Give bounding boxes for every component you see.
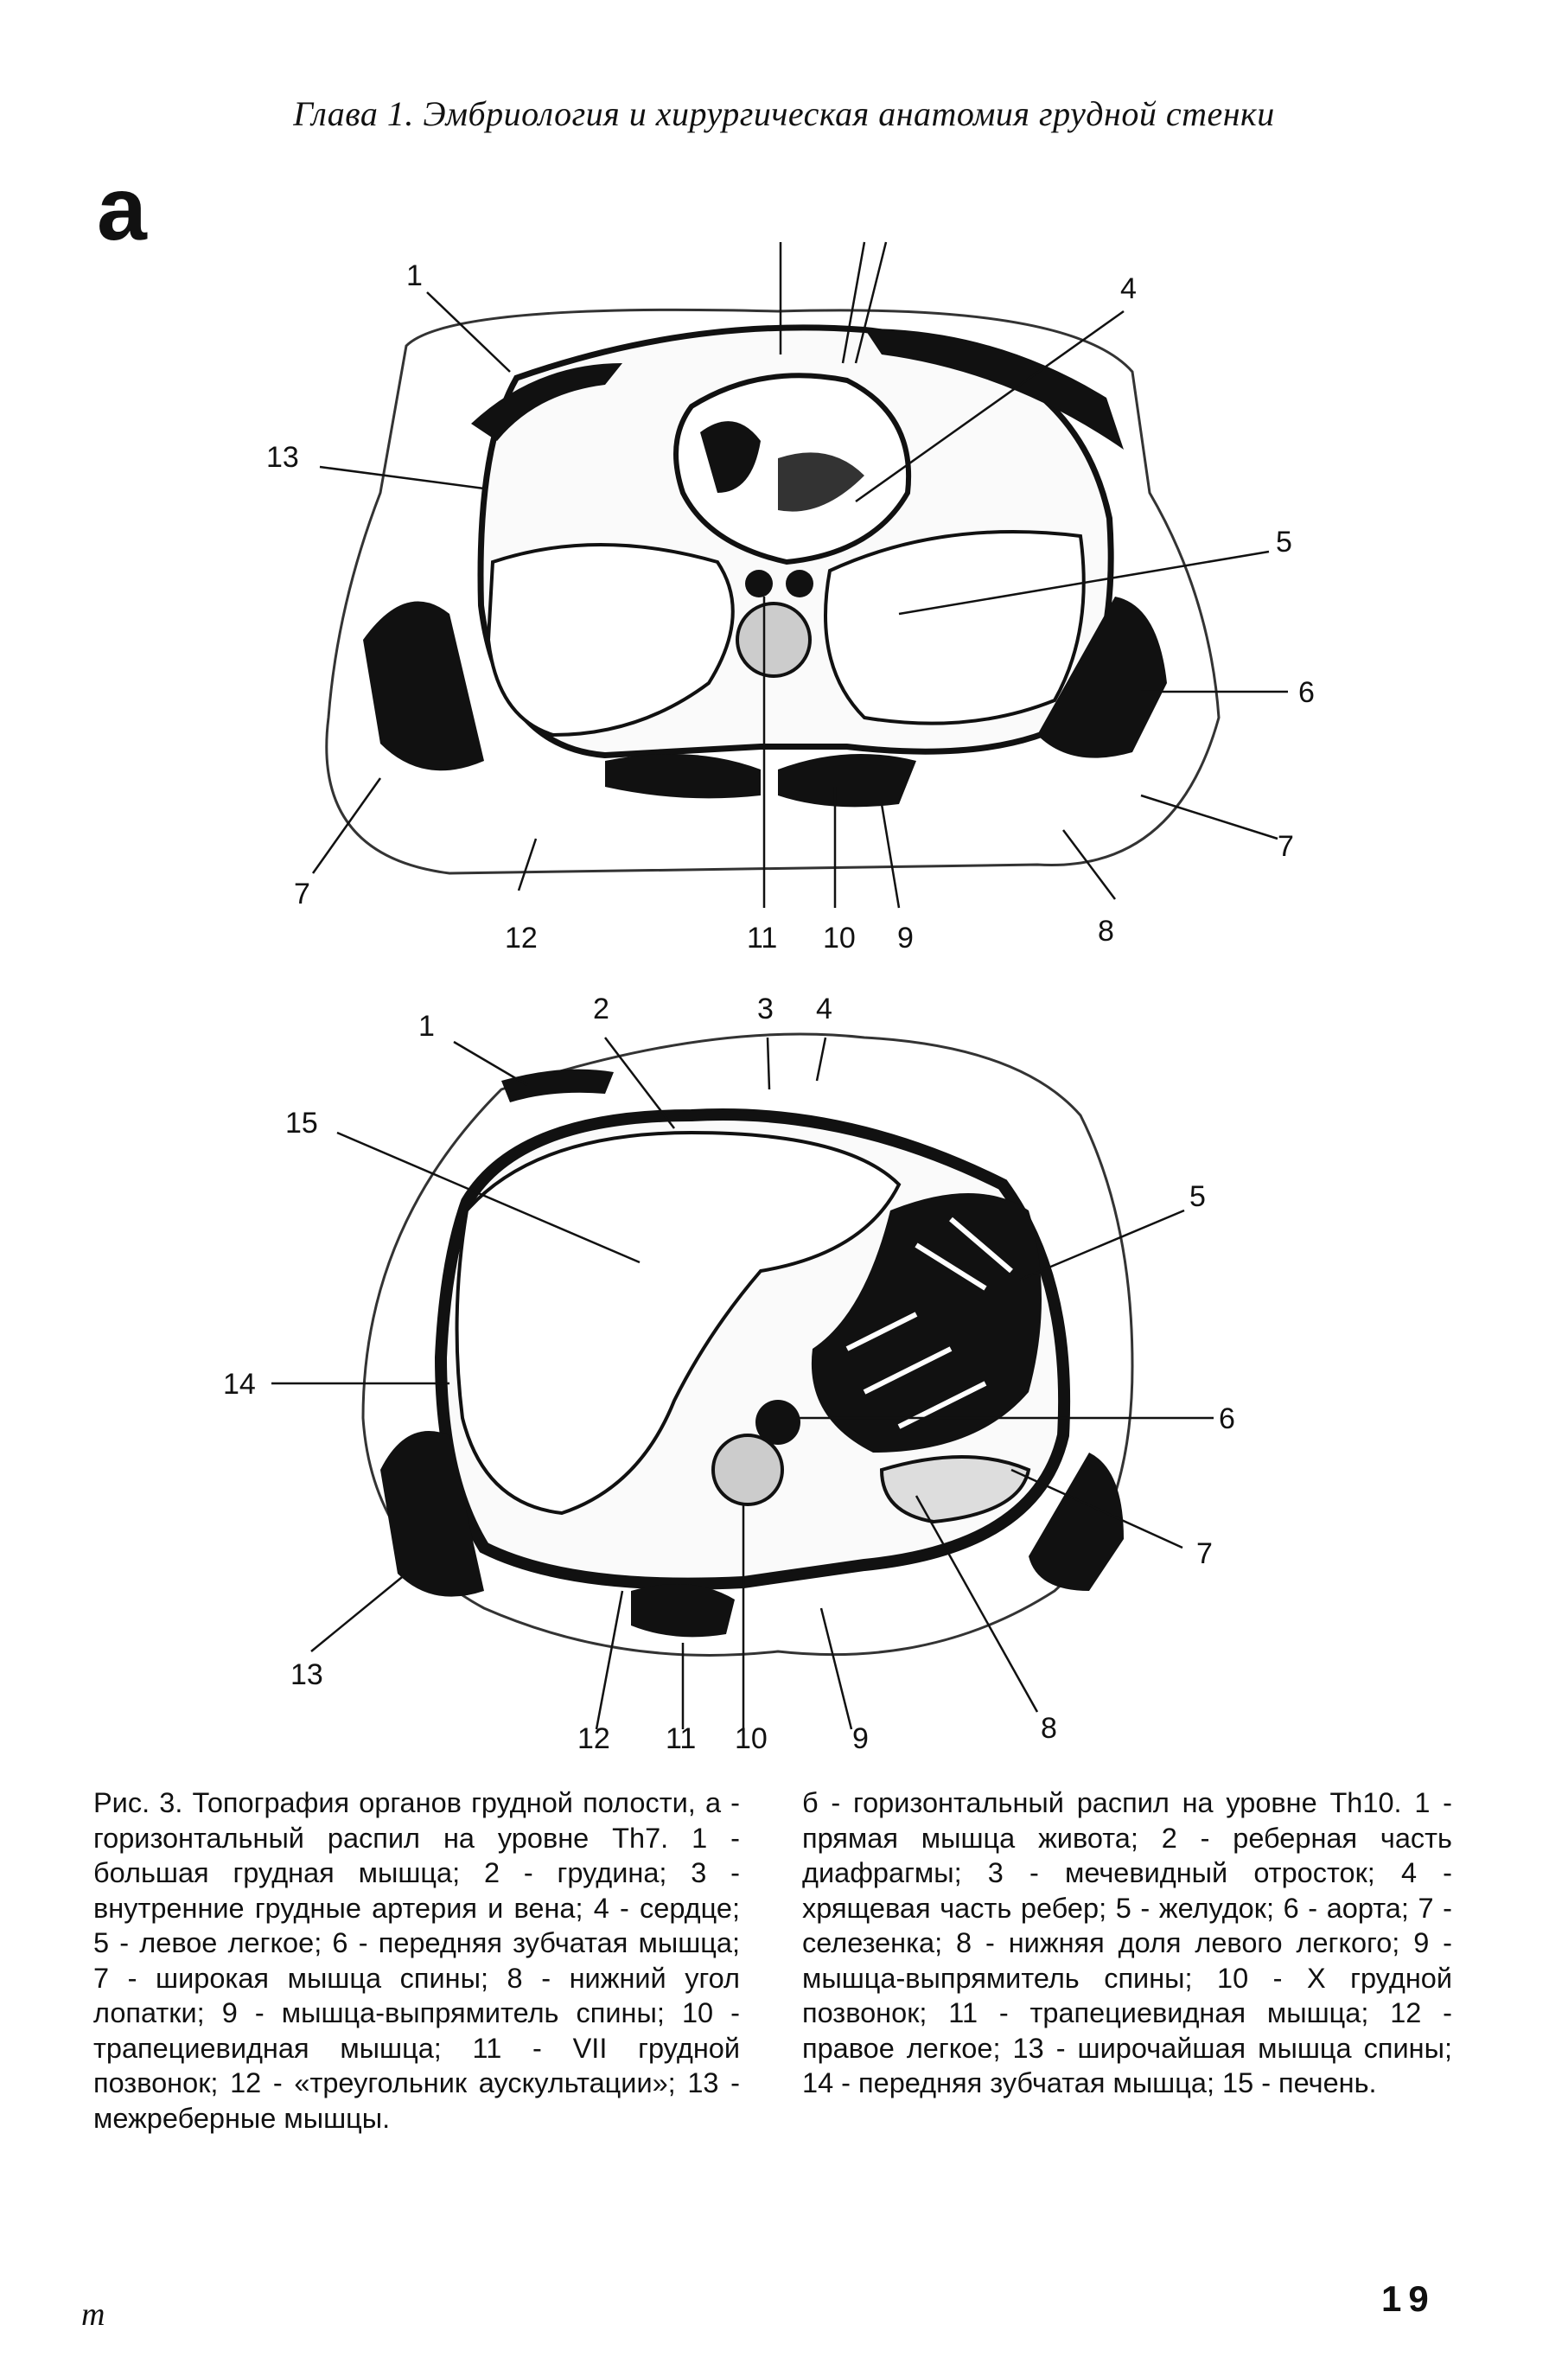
label-b-1: 1 [418, 1010, 435, 1043]
label-a-12: 12 [505, 922, 538, 955]
page-number: 19 [1381, 2278, 1436, 2319]
body-outline-b [361, 1032, 1134, 1657]
label-b-9: 9 [852, 1722, 869, 1755]
label-b-7: 7 [1196, 1537, 1213, 1570]
body-outline [325, 308, 1221, 875]
label-b-13: 13 [290, 1658, 323, 1691]
label-a-4: 4 [1120, 272, 1137, 305]
label-b-14: 14 [223, 1368, 256, 1401]
figure-caption-right: б - горизонтальный распил на уровне Th10… [802, 1787, 1452, 2098]
back-muscles [605, 754, 761, 799]
pectoral-right [864, 329, 1124, 450]
latissimus-b-right [1029, 1453, 1124, 1591]
right-lung [486, 543, 735, 738]
label-b-11: 11 [666, 1722, 696, 1755]
label-b-3: 3 [757, 993, 774, 1025]
label-a-1: 1 [406, 259, 423, 292]
aorta [755, 1400, 800, 1445]
vertebra-th7 [736, 602, 812, 678]
label-b-5: 5 [1189, 1180, 1206, 1213]
label-b-8: 8 [1041, 1712, 1057, 1745]
label-a-11: 11 [747, 922, 777, 955]
vertebra-th10 [711, 1434, 784, 1506]
figure-a-section-th7: 1 13 4 5 6 7 7 12 11 10 9 8 [266, 241, 1315, 955]
chapter-header: Глава 1. Эмбриология и хирургическая ана… [293, 94, 1275, 133]
left-lung [824, 530, 1086, 725]
spleen [879, 1455, 1031, 1524]
label-a-8: 8 [1098, 915, 1114, 948]
footer-mark: m [81, 2296, 105, 2333]
label-a-7-right: 7 [1278, 830, 1294, 863]
back-muscles-b [631, 1584, 735, 1638]
label-b-10: 10 [735, 1722, 768, 1755]
label-a-7-left: 7 [294, 878, 310, 910]
panel-letter-a: а [97, 159, 147, 259]
figure-caption-left: Рис. 3. Топография органов грудной полос… [93, 1787, 740, 2134]
label-b-2: 2 [593, 993, 609, 1025]
latissimus-b-left [380, 1431, 484, 1597]
liver [455, 1130, 902, 1516]
latissimus-left [363, 601, 484, 771]
label-b-6: 6 [1219, 1402, 1235, 1435]
label-b-4: 4 [816, 993, 832, 1025]
label-a-13: 13 [266, 441, 299, 474]
label-b-12: 12 [577, 1722, 610, 1755]
label-a-9: 9 [897, 922, 914, 955]
figure-b-section-th10: 1 2 3 4 15 5 14 6 7 13 12 11 10 9 8 [223, 993, 1235, 1755]
latissimus-right [1037, 597, 1167, 758]
label-a-6: 6 [1298, 676, 1315, 709]
label-a-5: 5 [1276, 526, 1292, 559]
pectoral-left [471, 363, 622, 441]
label-b-15: 15 [285, 1107, 318, 1140]
rectus-abdominis [501, 1069, 614, 1102]
label-a-10: 10 [823, 922, 856, 955]
